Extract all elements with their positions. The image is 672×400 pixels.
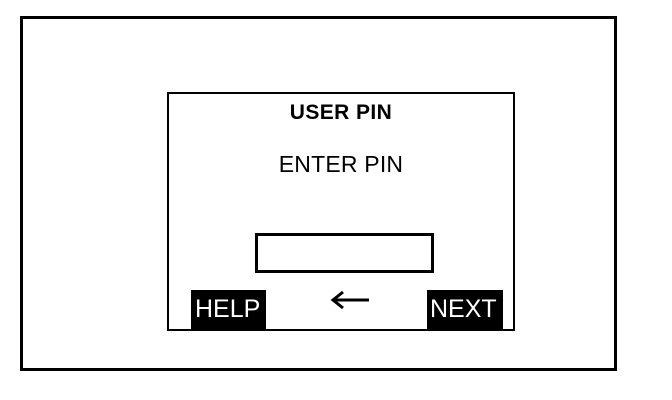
pin-input[interactable] <box>255 233 434 273</box>
next-button[interactable]: NEXT <box>427 290 503 329</box>
prompt-text: ENTER PIN <box>278 151 404 177</box>
device-bezel: USER PIN ENTER PIN HELP NEXT <box>20 16 617 371</box>
left-arrow-icon <box>279 290 419 310</box>
terminal-screen: USER PIN ENTER PIN HELP NEXT <box>167 92 515 331</box>
help-button[interactable]: HELP <box>191 290 266 329</box>
softkey-row: HELP NEXT <box>169 289 513 329</box>
back-button[interactable] <box>279 290 419 329</box>
page-title: USER PIN <box>289 101 393 124</box>
